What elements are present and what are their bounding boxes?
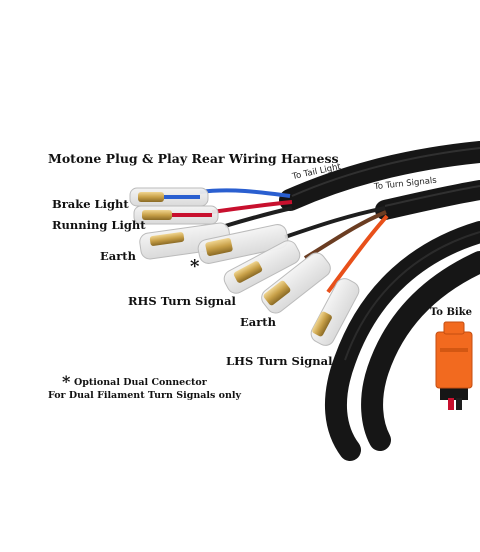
- lhs-turn-signal-connector: [310, 278, 360, 346]
- earth-1-label: Earth: [100, 249, 136, 263]
- lhs-turn-signal-label: LHS Turn Signal: [226, 354, 333, 368]
- brake-light-connector: [129, 187, 209, 207]
- earth-2-label: Earth: [240, 315, 276, 329]
- asterisk-marker: *: [190, 256, 200, 277]
- rhs-turn-signal-connector: [223, 240, 301, 294]
- note-asterisk: *: [62, 372, 71, 391]
- earth-2-connector: [261, 252, 331, 314]
- wire-bundle: [199, 188, 389, 294]
- dual-connector: [197, 224, 289, 264]
- bike-plug: [435, 321, 473, 410]
- running-light-label: Running Light: [52, 218, 146, 232]
- turn-signal-cable: [375, 180, 480, 220]
- diagram-title: Motone Plug & Play Rear Wiring Harness: [48, 151, 339, 166]
- brake-light-label: Brake Light: [52, 197, 129, 211]
- note-line-1: Optional Dual Connector: [74, 377, 207, 388]
- note-line-2: For Dual Filament Turn Signals only: [48, 390, 242, 401]
- main-cable-loop: [324, 221, 480, 461]
- running-light-connector: [133, 205, 219, 225]
- to-bike-label: To Bike: [430, 307, 472, 318]
- tail-light-cable: [279, 141, 480, 211]
- rhs-turn-signal-label: RHS Turn Signal: [128, 294, 236, 308]
